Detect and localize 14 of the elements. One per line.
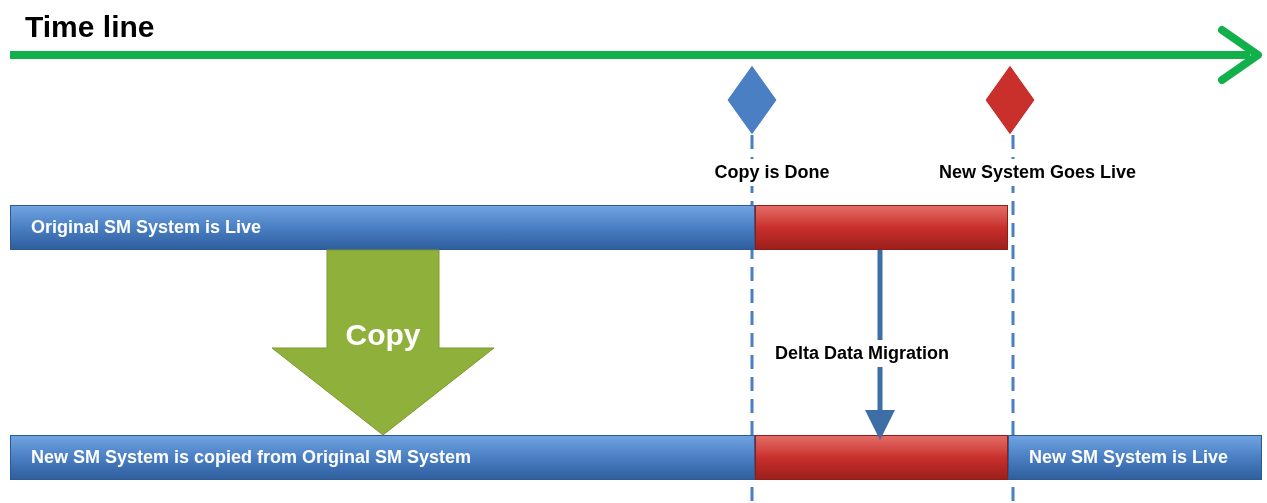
timeline-bar — [755, 205, 1008, 250]
milestone-diamond — [727, 65, 777, 135]
edge-label: Copy — [344, 317, 422, 353]
timeline-bar — [10, 205, 755, 250]
arrow — [865, 250, 895, 440]
timeline-bar — [1008, 435, 1262, 480]
bar-label: New SM System is Live — [1029, 446, 1229, 469]
block-arrow — [271, 249, 495, 436]
bar-label: New SM System is copied from Original SM System — [31, 446, 472, 469]
milestone-diamond — [985, 65, 1035, 135]
timeline-bar — [10, 435, 755, 480]
title: Time line — [25, 9, 155, 45]
timeline-bar — [755, 435, 1008, 480]
bar-label: Original SM System is Live — [31, 216, 262, 239]
